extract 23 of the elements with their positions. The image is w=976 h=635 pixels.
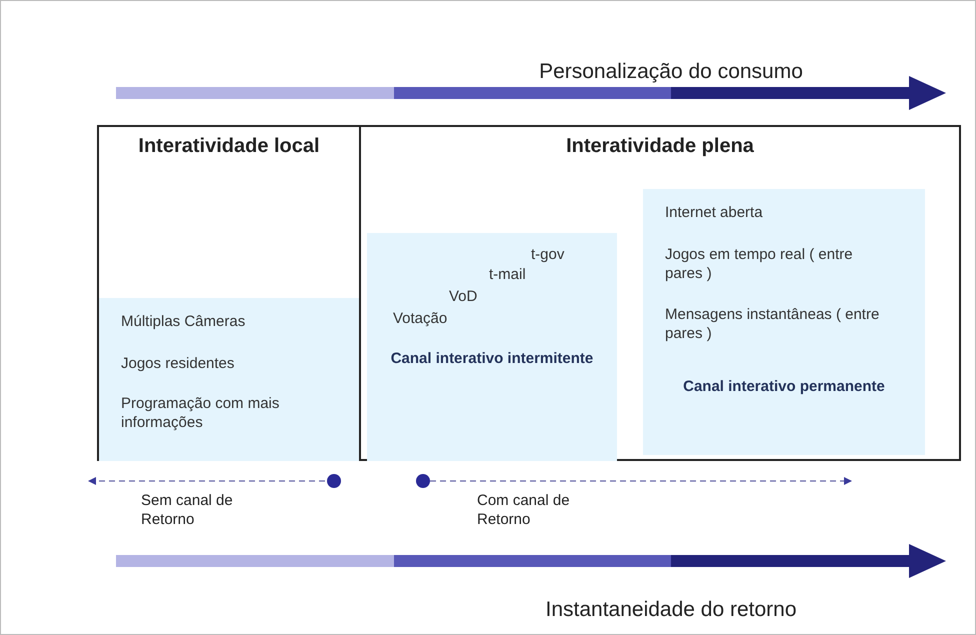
panel — [643, 189, 925, 455]
item-text: Votação — [393, 309, 448, 328]
item-text: Jogos residentes — [121, 354, 236, 373]
axis-label: Instantaneidade do retorno — [544, 597, 798, 622]
heading: Canal interativo intermitente — [390, 349, 594, 368]
section-box — [359, 125, 961, 461]
item-text: Jogos em tempo real ( entre pares ) — [665, 245, 854, 283]
panel — [99, 298, 361, 461]
heading: Canal interativo permanente — [682, 377, 886, 396]
item-text: Internet aberta — [665, 203, 764, 222]
item-text: t-gov — [531, 245, 564, 264]
axis-label: Personalização do consumo — [538, 59, 804, 84]
heading: Interatividade local — [137, 134, 321, 159]
range-label: Sem canal de Retorno — [141, 491, 234, 529]
panel — [367, 233, 617, 461]
section-box — [97, 125, 361, 461]
item-text: Programação com mais informações — [121, 394, 280, 432]
item-text: VoD — [449, 287, 478, 306]
item-text: Múltiplas Câmeras — [121, 312, 246, 331]
item-text: t-mail — [489, 265, 526, 284]
heading: Interatividade plena — [565, 134, 755, 159]
range-label: Com canal de Retorno — [477, 491, 571, 529]
item-text: Mensagens instantâneas ( entre pares ) — [665, 305, 880, 343]
